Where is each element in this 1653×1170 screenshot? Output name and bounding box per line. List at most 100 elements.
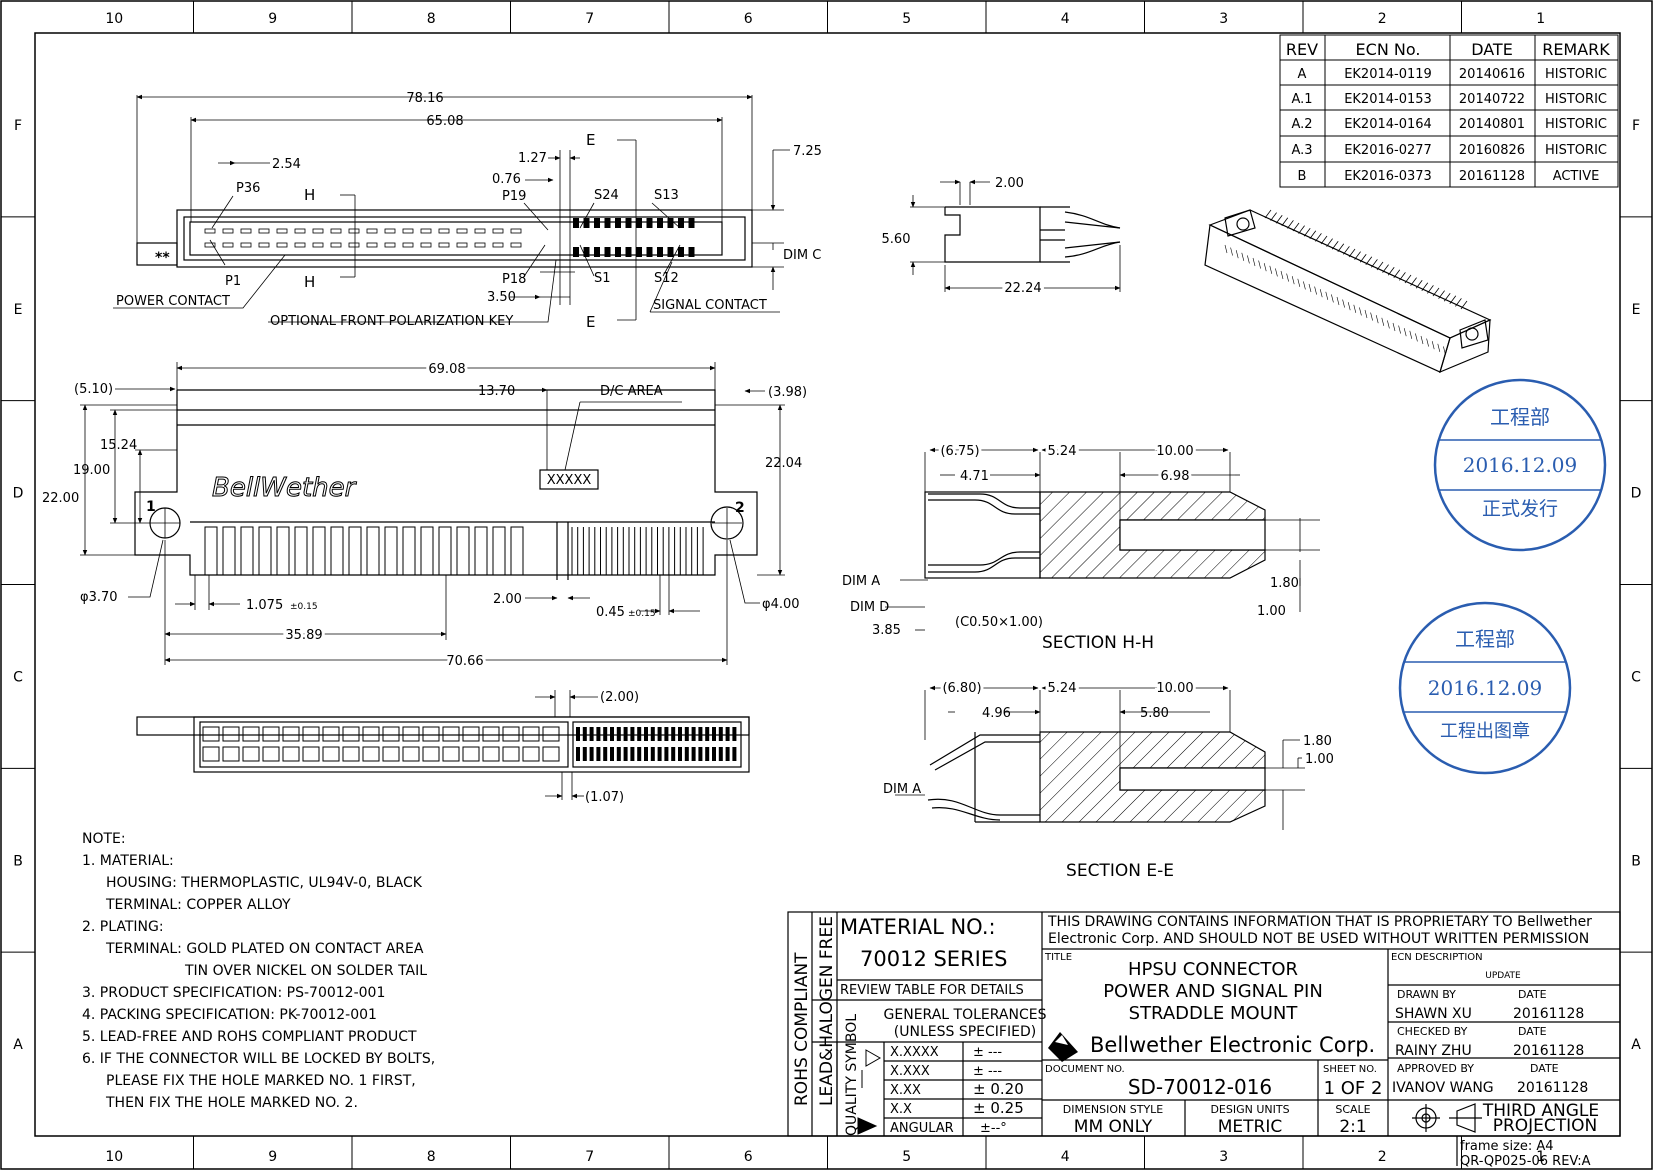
revision-header: DATE	[1471, 40, 1513, 59]
dim-6-80: (6.80)	[942, 681, 981, 696]
iso-pin	[1427, 285, 1434, 294]
revision-cell: HISTORIC	[1545, 67, 1607, 82]
signal-pad	[603, 747, 608, 761]
iso-pin	[1337, 243, 1345, 253]
power-leg	[492, 526, 506, 576]
company-name: Bellwether Electronic Corp.	[1090, 1033, 1375, 1057]
dim-69-08: 69.08	[428, 362, 465, 377]
approved-by-label: APPROVED BY	[1397, 1062, 1474, 1075]
power-pin	[456, 228, 468, 234]
rohs-compliant-label: ROHS COMPLIANT	[792, 952, 812, 1106]
signal-pin	[615, 218, 621, 228]
signal-pin	[604, 247, 611, 257]
approved-date: 20161128	[1517, 1080, 1588, 1096]
lead-halogen-free-label: LEAD&HALOGEN FREE	[817, 916, 837, 1106]
power-pad	[302, 746, 320, 762]
signal-pad	[671, 747, 676, 761]
iso-slot	[1224, 244, 1228, 254]
signal-pin	[583, 247, 590, 257]
iso-pin	[1331, 240, 1339, 250]
dim-10-00-ee: 10.00	[1156, 681, 1193, 696]
power-leg	[312, 526, 326, 576]
note-line: 5. LEAD-FREE AND ROHS COMPLIANT PRODUCT	[82, 1029, 417, 1045]
signal-pad	[705, 727, 710, 741]
zone-row-label: C	[13, 669, 23, 685]
power-pin	[348, 242, 360, 248]
dim-4-71: 4.71	[960, 469, 989, 484]
power-pin	[222, 228, 234, 234]
dim-22-24: 22.24	[1004, 281, 1041, 296]
iso-pin	[1449, 295, 1457, 305]
zone-column-label: 10	[105, 11, 123, 27]
zone-row-label: B	[1631, 853, 1641, 869]
signal-pad	[610, 727, 614, 741]
dim-35-89: 35.89	[285, 628, 322, 643]
dim-5-24-hh: 5.24	[1048, 444, 1077, 459]
checked-by-label: CHECKED BY	[1397, 1025, 1468, 1038]
signal-pad	[576, 727, 580, 741]
scale-label: SCALE	[1335, 1103, 1370, 1116]
revision-cell: EK2014-0164	[1344, 117, 1432, 132]
power-pad	[442, 746, 460, 762]
power-pad	[422, 726, 440, 742]
signal-pad	[684, 727, 689, 741]
power-pad	[522, 726, 540, 742]
signal-pad	[698, 727, 703, 741]
projection-label-2: PROJECTION	[1493, 1116, 1598, 1136]
tolerance-value: ±--°	[980, 1121, 1007, 1136]
signal-pin	[667, 218, 674, 228]
signal-pad	[582, 747, 587, 761]
signal-pad	[610, 747, 614, 761]
tolerance-format: X.XXX	[890, 1064, 930, 1079]
iso-pin	[1354, 251, 1361, 260]
stamp-date: 2016.12.09	[1463, 453, 1578, 477]
dim-1-00-ee: 1.00	[1305, 752, 1334, 767]
power-pin	[240, 228, 252, 234]
signal-pin	[688, 218, 695, 228]
dim-5-60: 5.60	[882, 232, 911, 247]
third-angle-projection-icon	[1412, 1103, 1482, 1133]
dim-6-98-halo: 6.98	[1161, 469, 1190, 484]
zone-column-label: 6	[744, 11, 753, 27]
tol-0-45: ±0.15	[628, 609, 656, 619]
dim-2-00-bottom: (2.00)	[600, 690, 639, 705]
signal-pin	[583, 218, 590, 228]
iso-slot	[1398, 325, 1401, 334]
zone-row-label: E	[1632, 302, 1641, 318]
top-view: 78.16 65.08 2.54 1.27 0.76 7.25 3.50 DIM…	[113, 91, 822, 331]
iso-slot	[1286, 273, 1289, 282]
signal-pad	[589, 727, 594, 741]
iso-slot	[1381, 317, 1385, 326]
power-pad	[242, 746, 260, 762]
revision-header: REV	[1286, 40, 1318, 59]
revision-cell: B	[1298, 169, 1307, 184]
revision-cell: 20140722	[1459, 92, 1525, 107]
label-p1: P1	[225, 274, 241, 289]
dim-69-08-halo: 69.08	[428, 362, 465, 377]
iso-slot	[1325, 291, 1329, 300]
company-logo-icon	[1048, 1032, 1078, 1062]
iso-slot	[1241, 252, 1245, 261]
dim-5-24-ee-halo: 5.24	[1048, 681, 1077, 696]
iso-slot	[1336, 296, 1340, 306]
power-pad	[302, 726, 320, 742]
sheet-no-label: SHEET NO.	[1323, 1064, 1377, 1075]
power-pin	[510, 242, 522, 248]
signal-pad	[596, 727, 601, 741]
signal-pad	[650, 727, 655, 741]
dim-5-80: 5.80	[1140, 706, 1169, 721]
zone-column-label: 9	[268, 1149, 277, 1165]
revision-header: REMARK	[1542, 40, 1610, 59]
signal-pad	[657, 727, 662, 741]
drawn-by-label: DRAWN BY	[1397, 988, 1456, 1001]
tolerance-format: X.XXXX	[890, 1045, 939, 1060]
iso-slot	[1303, 281, 1306, 290]
checked-date: 20161128	[1513, 1043, 1584, 1059]
iso-slot	[1387, 320, 1390, 329]
power-pin	[348, 228, 360, 234]
drawn-by: SHAWN XU	[1395, 1006, 1472, 1022]
revision-cell: ACTIVE	[1553, 169, 1600, 184]
isometric-view	[1204, 209, 1492, 374]
